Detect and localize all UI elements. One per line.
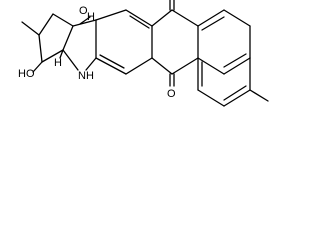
bond: [62, 49, 79, 71]
bond: [201, 16, 225, 31]
aromatic-ring-a: [85, 9, 153, 75]
bond: [52, 13, 74, 27]
methyl-bond: [21, 21, 40, 36]
atom-amine: NH: [78, 70, 94, 82]
bond: [129, 15, 150, 29]
chemical-structure-canvas: O H HO H NH O O: [18, 0, 269, 107]
bond: [223, 9, 251, 27]
bond: [197, 89, 225, 107]
atom-o-carbonyl-bottom: O: [167, 88, 176, 100]
bond: [38, 34, 43, 63]
aromatic-ring-c: [197, 9, 251, 75]
bond: [125, 9, 153, 27]
bond: [151, 9, 173, 27]
bond: [99, 54, 125, 69]
bond: [197, 57, 225, 75]
bond: [223, 85, 247, 101]
molecule-drawing: O H HO H NH O O: [18, 0, 269, 107]
stereo-h-bond: [59, 49, 64, 59]
atom-o-ring: O: [79, 5, 88, 17]
bond: [41, 49, 64, 63]
bond: [223, 57, 251, 75]
bond: [171, 57, 199, 75]
quinone-ring: [151, 0, 199, 87]
bond: [72, 19, 97, 27]
bond: [125, 57, 153, 75]
atom-hydroxyl: HO: [18, 68, 35, 80]
bond: [62, 25, 74, 51]
bond: [151, 57, 173, 75]
bond: [95, 57, 127, 75]
bond: [95, 9, 127, 21]
bond: [197, 9, 225, 27]
bond: [85, 57, 97, 71]
atom-h-top: H: [87, 11, 95, 23]
bond: [223, 89, 251, 107]
pyran-bridge-ring: [21, 13, 97, 73]
hydroxyl-bond: [32, 61, 43, 73]
methyl-bond: [249, 89, 269, 102]
bond: [223, 53, 247, 68]
bond: [38, 13, 54, 36]
bond: [171, 9, 199, 27]
aromatic-ring-d: [197, 57, 269, 107]
atom-h-bottom: H: [54, 57, 62, 69]
stereo-h-bond: [79, 16, 91, 25]
